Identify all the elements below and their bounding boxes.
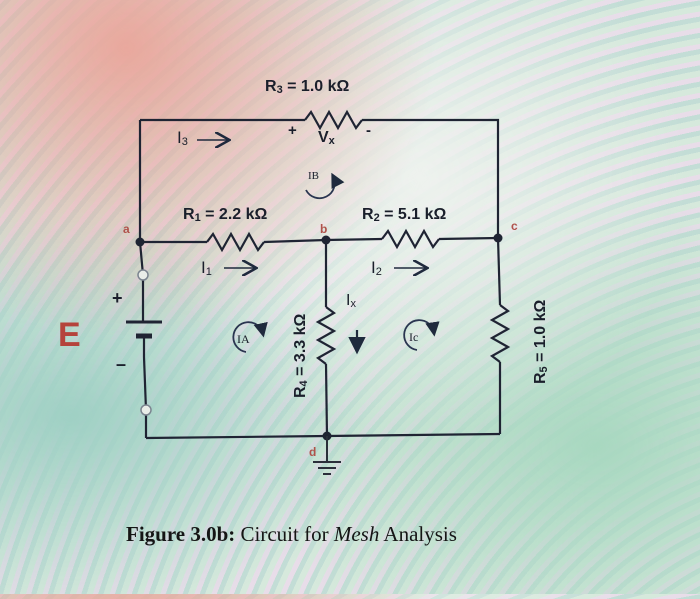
terminal-bottom [140, 404, 152, 416]
source-plus: + [112, 288, 123, 308]
vx-plus: + [288, 122, 297, 139]
source-e-label: E [58, 316, 81, 354]
i2-label: I2 [371, 258, 382, 278]
r1-label: R1 = 2.2 kΩ [183, 206, 268, 224]
ground-symbol [313, 436, 341, 475]
r5-label: R5 = 1.0 kΩ [532, 299, 550, 384]
node-c-label: c [511, 219, 518, 233]
figure-caption: Figure 3.0b: Circuit for Mesh Analysis [126, 522, 457, 546]
mesh-ia-label: IA [237, 332, 250, 346]
node-a-label: a [123, 222, 130, 236]
vx-label: Vx [318, 129, 335, 147]
ix-label: Ix [346, 292, 356, 310]
mesh-ic-label: Ic [409, 330, 419, 344]
source-minus: – [116, 354, 127, 374]
node-b-dot [321, 235, 331, 245]
node-d-label: d [309, 445, 317, 459]
node-c-dot [493, 233, 503, 243]
node-a-dot [135, 237, 145, 247]
wires [138, 109, 511, 440]
r4-zigzag [315, 306, 337, 365]
battery-symbol [126, 275, 162, 357]
node-b-label: b [320, 222, 328, 236]
r4-label: R4 = 3.3 kΩ [292, 313, 310, 398]
r3-label: R3 = 1.0 kΩ [265, 78, 350, 96]
mesh-ia-loop [232, 321, 268, 353]
mesh-ib-loop [305, 172, 345, 200]
r2-label: R2 = 5.1 kΩ [362, 206, 447, 224]
i1-label: I1 [201, 258, 212, 278]
mesh-ic-loop [403, 319, 440, 351]
vx-minus: - [366, 122, 371, 139]
i3-label: I3 [177, 128, 188, 148]
r5-zigzag [489, 304, 511, 363]
mesh-ib-label: IB [308, 170, 319, 182]
r2-zigzag [381, 228, 440, 250]
r1-zigzag [206, 231, 265, 253]
terminal-top [137, 269, 149, 281]
r3-zigzag [304, 109, 363, 131]
